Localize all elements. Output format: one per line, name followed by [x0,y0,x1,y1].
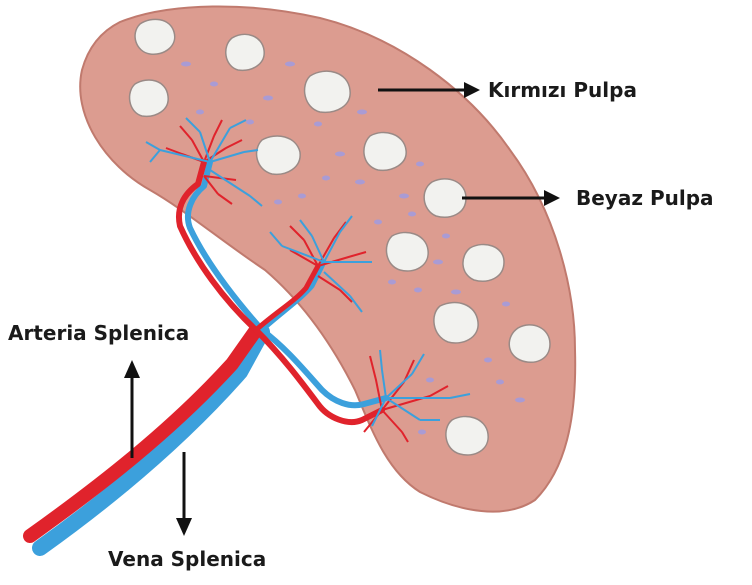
splenic-artery-label: Arteria Splenica [8,321,189,345]
white-pulp-nodule [130,80,169,116]
white-pulp-nodule [305,71,351,112]
red-pulp-label: Kırmızı Pulpa [488,78,637,102]
white-pulp-nodule [424,179,466,217]
artery-trunk [30,330,256,536]
white-pulp-nodule [446,416,488,455]
red-pulp-arrowhead-icon [464,82,480,98]
splenic-artery-arrowhead-icon [124,360,140,378]
white-pulp-nodule [364,132,406,170]
white-pulp-nodule [135,19,175,54]
white-pulp-arrowhead-icon [544,190,560,206]
splenic-vein-label: Vena Splenica [108,547,266,571]
white-pulp-label: Beyaz Pulpa [576,186,714,210]
splenic-vein-arrowhead-icon [176,518,192,536]
white-pulp-nodule [434,303,478,343]
white-pulp-nodule [386,232,428,271]
white-pulp-nodule [226,34,264,70]
white-pulp-nodule [257,136,301,174]
white-pulp-nodule [463,244,504,281]
white-pulp-nodule [509,325,550,362]
